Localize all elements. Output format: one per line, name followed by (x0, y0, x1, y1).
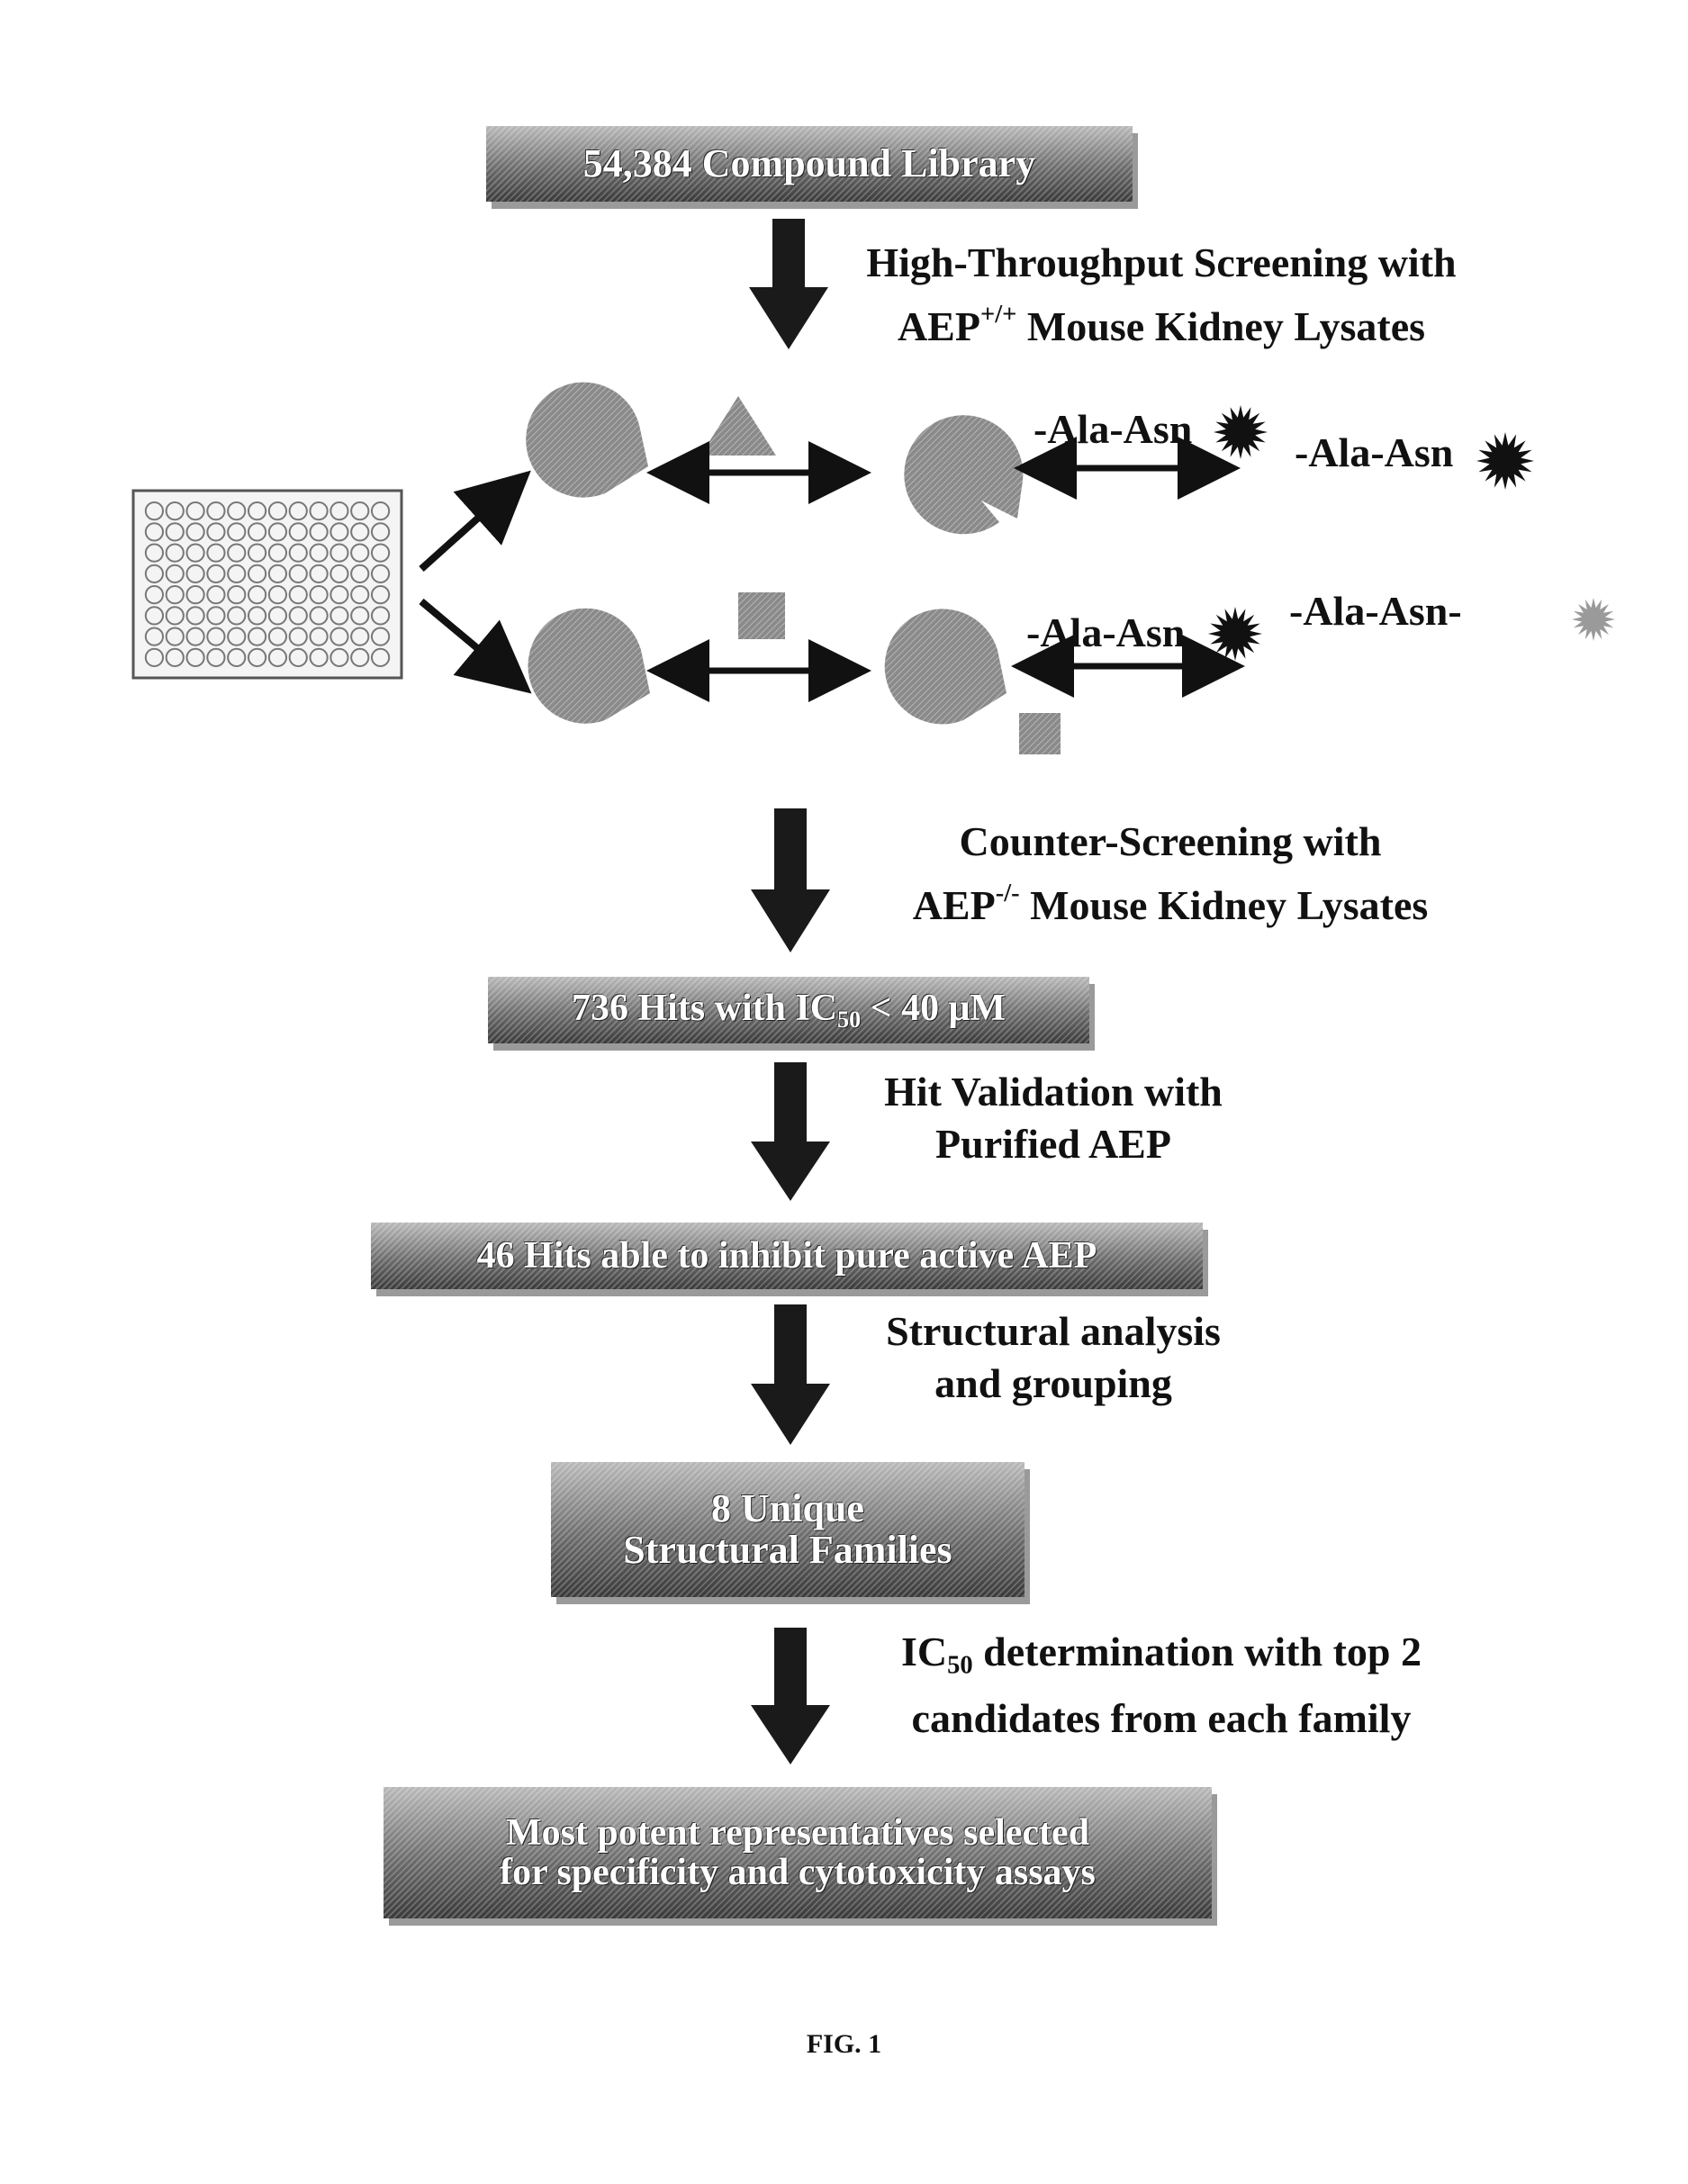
pure-aep-hits-text: 46 Hits able to inhibit pure active AEP (477, 1236, 1097, 1276)
figure-caption: FIG. 1 (0, 2029, 1688, 2060)
hit-validation-label: Hit Validation with Purified AEP (810, 1066, 1296, 1170)
structural-line2: and grouping (810, 1358, 1296, 1410)
structural-families-line2: Structural Families (623, 1530, 952, 1571)
ic50-line1-prefix: IC (901, 1629, 947, 1674)
hts-line2-prefix: AEP (898, 303, 980, 349)
counter-line2-sup: -/- (996, 880, 1020, 907)
inhibitor-square-icon (738, 592, 785, 639)
hits-ic50-text: 736 Hits with IC50 < 40 μM (572, 988, 1006, 1032)
inhibitor-triangle-icon (700, 396, 776, 456)
counter-line2: AEP-/- Mouse Kidney Lysates (810, 868, 1530, 932)
compound-library-text: 54,384 Compound Library (583, 143, 1035, 185)
structural-families-box: 8 Unique Structural Families (551, 1462, 1025, 1597)
counter-line2-prefix: AEP (913, 882, 996, 928)
ic50-line1-sub: 50 (947, 1652, 973, 1680)
hts-step-label: High-Throughput Screening with AEP+/+ Mo… (810, 237, 1512, 353)
enzyme-closed-top-icon (904, 415, 1023, 534)
fluorophore-quenched-top-icon (1214, 405, 1268, 459)
hits-ic50-sub: 50 (837, 1006, 861, 1033)
enzyme-open-bottom-icon (885, 609, 1006, 724)
ic50-line1-suffix: determination with top 2 (973, 1629, 1422, 1674)
hits-ic50-prefix: 736 Hits with IC (572, 988, 837, 1029)
hits-ic50-suffix: < 40 μM (861, 988, 1006, 1029)
final-selection-line2: for specificity and cytotoxicity assays (500, 1853, 1096, 1892)
fluorophore-dim-icon (1572, 598, 1615, 641)
peptide-top-cleaved: -Ala-Asn (1295, 429, 1453, 476)
fluorophore-released-top-icon (1476, 432, 1534, 490)
hts-line2-suffix: Mouse Kidney Lysates (1016, 303, 1425, 349)
fluorophore-quenched-bottom-icon (1208, 607, 1262, 661)
peptide-top-bound: -Ala-Asn (1034, 405, 1192, 453)
inhibitor-square-bound-icon (1019, 713, 1061, 754)
hits-ic50-box: 736 Hits with IC50 < 40 μM (488, 977, 1089, 1043)
ic50-line1: IC50 determination with top 2 (810, 1626, 1512, 1692)
diagonal-arrow-up (421, 490, 510, 569)
enzyme-pacman-top-icon (526, 383, 648, 498)
hts-line1: High-Throughput Screening with (810, 237, 1512, 289)
structural-analysis-label: Structural analysis and grouping (810, 1305, 1296, 1410)
hts-line2: AEP+/+ Mouse Kidney Lysates (810, 289, 1512, 353)
pure-aep-hits-box: 46 Hits able to inhibit pure active AEP (371, 1223, 1203, 1289)
counter-line1: Counter-Screening with (810, 816, 1530, 868)
ic50-line2: candidates from each family (810, 1692, 1512, 1745)
peptide-bottom-bound: -Ala-Asn (1026, 609, 1185, 656)
final-selection-box: Most potent representatives selected for… (384, 1787, 1212, 1918)
validation-line2: Purified AEP (810, 1118, 1296, 1170)
peptide-bottom-free: -Ala-Asn- (1289, 587, 1462, 635)
compound-library-box: 54,384 Compound Library (486, 126, 1133, 202)
counter-line2-suffix: Mouse Kidney Lysates (1020, 882, 1429, 928)
hts-line2-sup: +/+ (980, 301, 1016, 329)
ic50-determination-label: IC50 determination with top 2 candidates… (810, 1626, 1512, 1745)
final-selection-line1: Most potent representatives selected (506, 1813, 1089, 1853)
enzyme-pacman-bottom-icon (528, 609, 650, 724)
diagonal-arrow-down (421, 601, 510, 675)
counter-screening-label: Counter-Screening with AEP-/- Mouse Kidn… (810, 816, 1530, 932)
well-plate-icon (133, 491, 402, 678)
structural-families-line1: 8 Unique (711, 1488, 864, 1530)
validation-line1: Hit Validation with (810, 1066, 1296, 1118)
structural-line1: Structural analysis (810, 1305, 1296, 1358)
